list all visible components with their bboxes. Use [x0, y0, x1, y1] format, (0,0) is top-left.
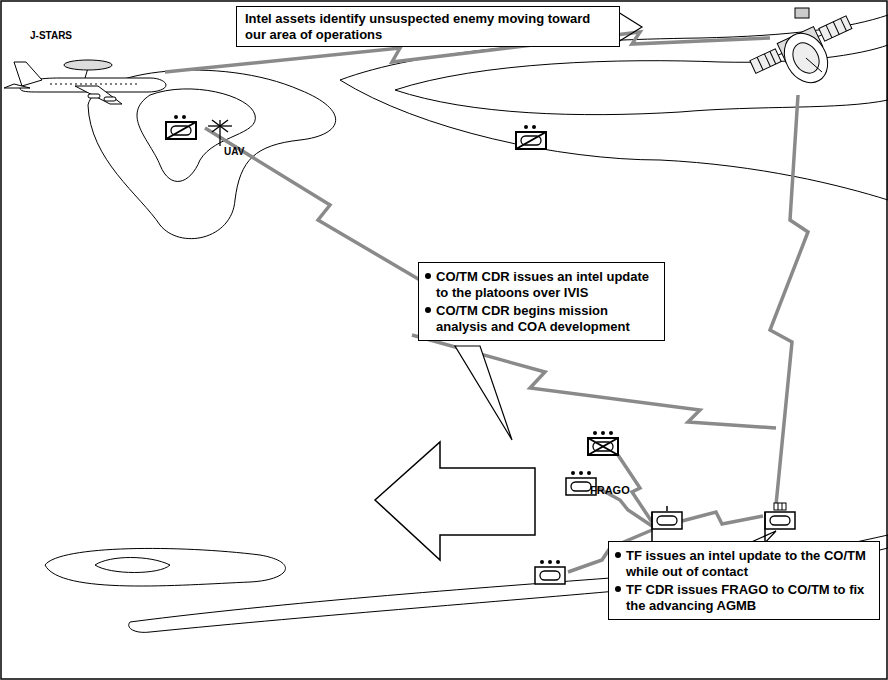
unit-symbol: [588, 438, 618, 455]
terrain-contour: [88, 70, 336, 239]
satellite: [776, 25, 837, 90]
satellite: [826, 25, 832, 38]
unit-symbol: [532, 125, 536, 129]
satellite: [764, 54, 770, 67]
asset-label: UAV: [224, 146, 244, 157]
jstars-aircraft: [14, 62, 42, 86]
unit-symbol: [571, 471, 575, 475]
bullet-dot: [615, 552, 621, 558]
text-row: CO/TM CDR issues an intel update to the …: [425, 269, 658, 300]
callout-text: TF issues an intel update to the CO/TM w…: [626, 548, 873, 579]
unit-symbol: [516, 132, 546, 149]
satellite: [757, 57, 763, 70]
satellite: [818, 35, 822, 37]
uav-symbol: [219, 120, 220, 146]
callout-text: TF CDR issues FRAGO to CO/TM to fix the …: [626, 582, 873, 613]
jstars-aircraft: [104, 97, 116, 101]
unit-symbol: [556, 560, 560, 564]
text-row: TF CDR issues FRAGO to CO/TM to fix the …: [615, 582, 873, 613]
jstars-aircraft: [50, 84, 140, 85]
unit-symbol: [166, 122, 196, 139]
satellite: [819, 16, 852, 41]
unit-symbol: [540, 560, 544, 564]
unit-symbol: [593, 431, 597, 435]
satellite: [788, 38, 825, 78]
jstars-aircraft: [4, 84, 30, 88]
comm-link: [165, 32, 808, 572]
jstars-aircraft: [4, 60, 166, 104]
callout-text: CO/TM CDR issues an intel update to the …: [436, 269, 658, 300]
comm-link: [682, 512, 763, 524]
unit-symbol: [601, 431, 605, 435]
comm-link: [770, 95, 808, 505]
bullet-dot: [615, 586, 621, 592]
text-row: TF issues an intel update to the CO/TM w…: [615, 548, 873, 579]
callout-pointer: [455, 346, 512, 440]
text-row: CO/TM CDR begins mission analysis and CO…: [425, 303, 658, 334]
unit-symbol: [548, 560, 552, 564]
jstars-aircraft: [64, 60, 112, 70]
unit-symbol: [579, 471, 583, 475]
uav-symbol: [212, 120, 228, 132]
terrain-contour: [95, 558, 170, 573]
terrain-contour: [129, 535, 888, 632]
callout-box: Intel assets identify unsuspected enemy …: [236, 6, 620, 47]
unit-symbol: [535, 567, 565, 584]
jstars-aircraft: [88, 94, 100, 98]
terrain-contour: [137, 89, 255, 182]
satellite: [778, 53, 782, 55]
link-label: FRAGO: [590, 484, 630, 496]
callout-box: TF issues an intel update to the CO/TM w…: [608, 541, 880, 620]
unit-symbol: [182, 115, 186, 119]
callout-box: CO/TM CDR issues an intel update to the …: [418, 262, 665, 341]
unit-symbol: [652, 512, 682, 529]
unit-symbol: [765, 512, 795, 529]
unit-symbol: [166, 115, 795, 584]
satellite: [750, 49, 781, 74]
text-row: Intel assets identify unsuspected enemy …: [245, 11, 611, 42]
satellite: [770, 51, 776, 64]
terrain-contour: [45, 548, 285, 586]
satellite: [748, 8, 853, 91]
callout-text: Intel assets identify unsuspected enemy …: [245, 11, 611, 42]
callout-text: CO/TM CDR begins mission analysis and CO…: [436, 303, 658, 334]
callout-pointer: [618, 12, 642, 42]
satellite: [833, 22, 839, 35]
unit-symbol: [174, 115, 178, 119]
terrain-contour: [45, 15, 888, 632]
unit-symbol: [609, 431, 613, 435]
satellite: [841, 18, 847, 31]
attack-arrow: [375, 442, 535, 560]
jstars-aircraft: [75, 86, 122, 104]
unit-symbol: [524, 125, 528, 129]
bullet-dot: [425, 273, 431, 279]
asset-label: J-STARS: [30, 30, 72, 41]
unit-symbol: [666, 506, 668, 511]
satellite: [795, 8, 809, 18]
bullet-dot: [425, 307, 431, 313]
comm-link: [205, 128, 420, 280]
unit-symbol: [774, 503, 786, 510]
unit-symbol: [778, 503, 779, 510]
uav-symbol: [208, 120, 232, 146]
satellite: [748, 12, 853, 77]
satellite: [806, 58, 822, 72]
unit-symbol: [782, 503, 783, 510]
unit-symbol: [587, 471, 591, 475]
uav-symbol: [212, 120, 228, 132]
